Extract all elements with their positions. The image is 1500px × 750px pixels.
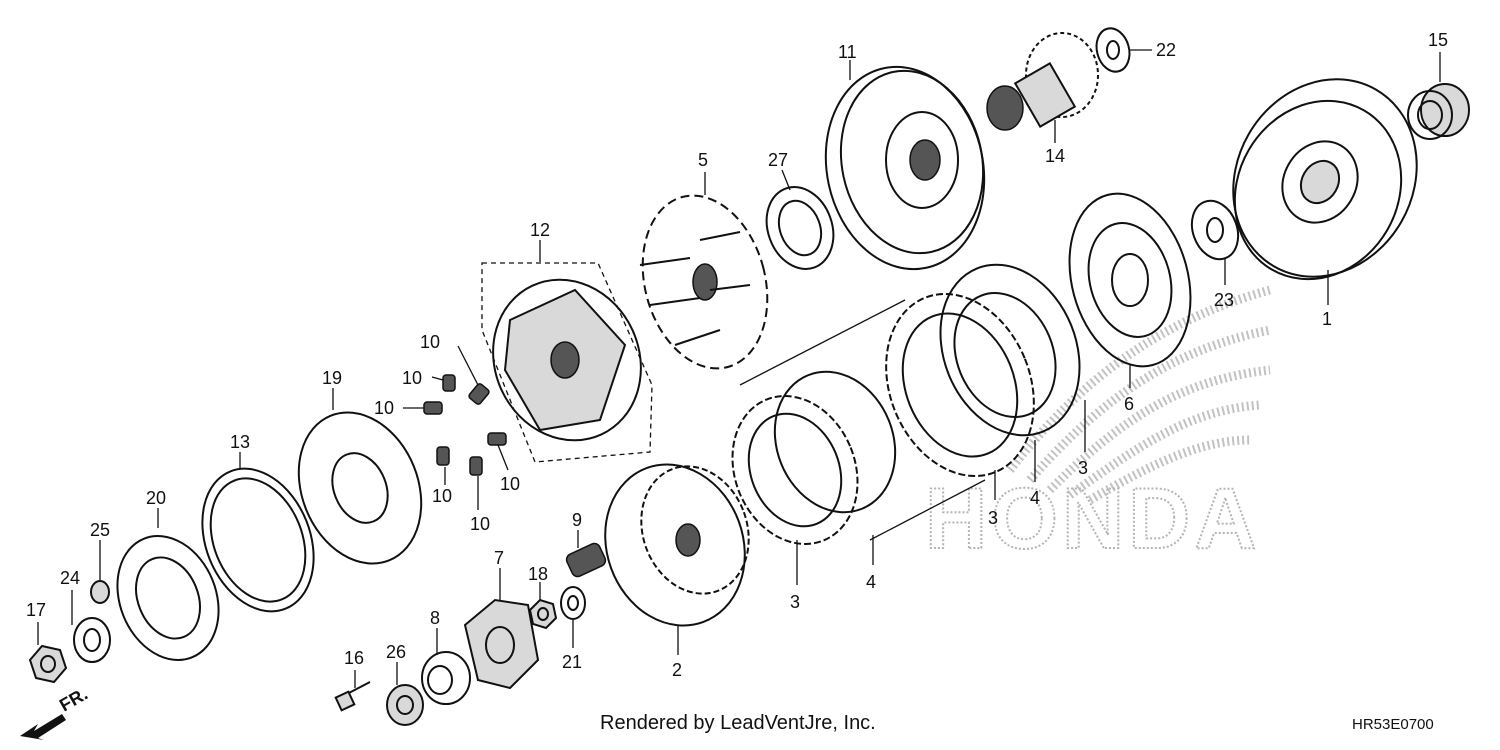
callout-4a: 4	[866, 572, 876, 592]
callout-10b: 10	[402, 368, 422, 388]
part-18-nut	[528, 582, 558, 630]
credit-line: Rendered by LeadVentJre, Inc.	[600, 712, 876, 734]
callout-27: 27	[768, 150, 788, 170]
callout-12: 12	[530, 220, 550, 240]
part-11-clutch-drum	[824, 60, 986, 271]
part-26-bearing	[386, 662, 424, 726]
part-22-washer	[1095, 27, 1152, 73]
part-4-friction-discs	[773, 263, 1081, 565]
front-direction-label: FR.	[56, 684, 91, 716]
callout-6: 6	[1124, 394, 1134, 414]
part-9-spring	[565, 530, 607, 578]
callout-21: 21	[562, 652, 582, 672]
part-8-bearing	[421, 628, 471, 705]
callout-2: 2	[672, 660, 682, 680]
callout-3a: 3	[790, 592, 800, 612]
callout-8: 8	[430, 608, 440, 628]
part-6-clutch-center	[1068, 192, 1192, 388]
diagram-code: HR53E0700	[1352, 716, 1434, 733]
callout-13: 13	[230, 432, 250, 452]
callout-19: 19	[322, 368, 342, 388]
callout-10e: 10	[500, 474, 520, 494]
callout-22: 22	[1156, 40, 1176, 60]
callout-5: 5	[698, 150, 708, 170]
callout-1: 1	[1322, 309, 1332, 329]
callout-15: 15	[1428, 30, 1448, 50]
callout-14: 14	[1045, 146, 1065, 166]
callout-9: 9	[572, 510, 582, 530]
callout-26: 26	[386, 642, 406, 662]
callout-17: 17	[26, 600, 46, 620]
callout-24: 24	[60, 568, 80, 588]
group-outline-12	[481, 262, 653, 463]
front-direction-arrow: FR.	[20, 684, 91, 740]
callout-10f: 10	[470, 514, 490, 534]
callout-25: 25	[90, 520, 110, 540]
part-2-clutch-center	[604, 463, 750, 655]
honda-watermark: HONDA	[924, 285, 1272, 568]
group-outline-3-4	[739, 299, 986, 541]
callout-23: 23	[1214, 290, 1234, 310]
part-17-locknut	[28, 622, 68, 684]
part-21-washer	[560, 586, 586, 648]
part-24-washer	[71, 590, 111, 663]
part-20-gasket	[116, 508, 220, 662]
part-14-drive-gear	[986, 32, 1099, 143]
part-10-springs	[403, 345, 509, 510]
part-27-one-way-clutch	[765, 169, 835, 270]
part-7-stopper-plate	[463, 568, 540, 690]
callout-20: 20	[146, 488, 166, 508]
part-16-bolt	[334, 670, 371, 712]
callout-16: 16	[344, 648, 364, 668]
callout-10d: 10	[432, 486, 452, 506]
callout-11: 11	[838, 42, 857, 62]
callout-4b: 4	[1030, 488, 1040, 508]
part-5-drive-plate	[639, 172, 769, 370]
part-19-plate	[297, 388, 423, 565]
callout-18: 18	[528, 564, 548, 584]
part-13-ring	[201, 452, 315, 613]
part-25-nut	[90, 540, 110, 604]
part-23-washer	[1190, 199, 1240, 285]
part-12-weight-assembly	[492, 240, 642, 442]
honda-brand-text: HONDA	[925, 471, 1260, 567]
callout-3b: 3	[988, 508, 998, 528]
callout-10a: 10	[420, 332, 440, 352]
callout-3c: 3	[1078, 458, 1088, 478]
part-15-bushing	[1407, 52, 1470, 140]
part-1-clutch-outer	[1232, 78, 1418, 305]
callout-10c: 10	[374, 398, 394, 418]
callout-7: 7	[494, 548, 504, 568]
